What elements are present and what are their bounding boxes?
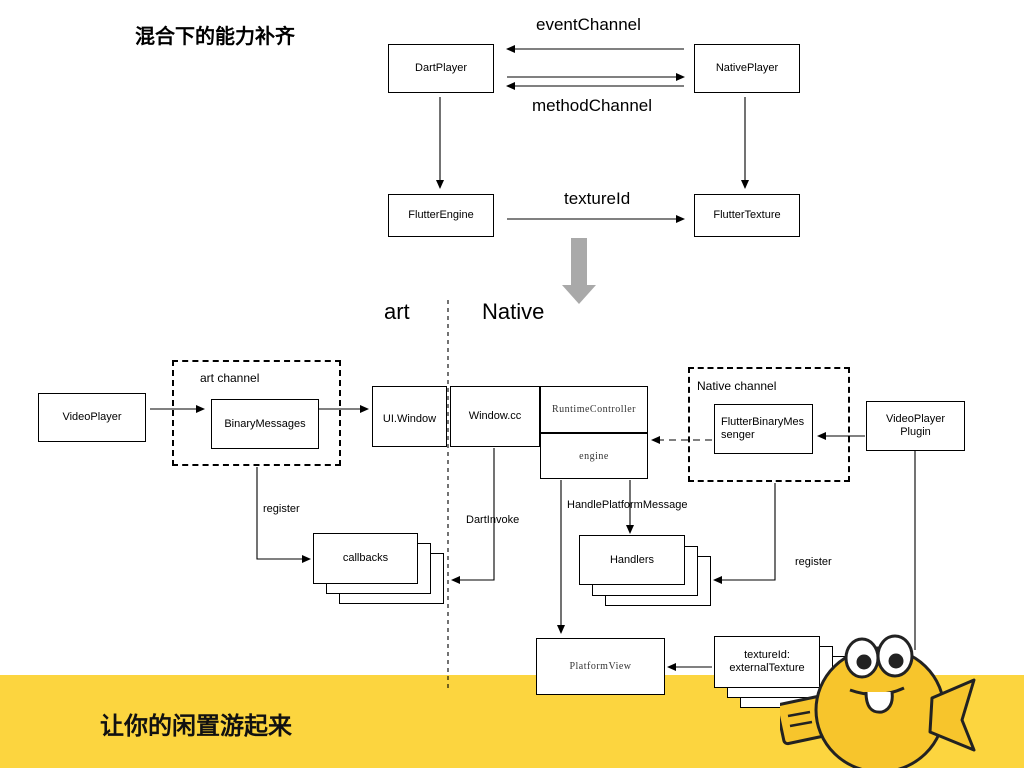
native-section-label: Native: [482, 299, 545, 324]
event-channel-label: eventChannel: [536, 15, 641, 34]
video-player-plugin-label: VideoPlayer Plugin: [885, 413, 946, 438]
runtime-controller-label: RuntimeController: [551, 404, 637, 415]
dart-player-box: DartPlayer: [388, 44, 494, 93]
dart-invoke-label: DartInvoke: [466, 514, 520, 526]
register-left-label: register: [263, 503, 300, 515]
native-player-box: NativePlayer: [694, 44, 800, 93]
platform-view-box: PlatformView: [536, 638, 665, 695]
runtime-controller-box: RuntimeController: [540, 386, 648, 433]
binary-messages-label: BinaryMessages: [224, 417, 306, 430]
ui-window-box: UI.Window: [372, 386, 447, 447]
native-channel-group: [688, 367, 850, 482]
flutter-engine-box: FlutterEngine: [388, 194, 494, 237]
footer-slogan: 让你的闲置游起来: [100, 713, 292, 740]
flutter-binary-messenger-label: FlutterBinaryMessenger: [721, 416, 805, 441]
binary-messages-box: BinaryMessages: [211, 399, 319, 449]
window-cc-box: Window.cc: [450, 386, 540, 447]
ui-window-label: UI.Window: [382, 413, 437, 425]
dart-invoke-arrow: [451, 448, 495, 584]
texture-id-label: textureId: externalTexture: [729, 649, 805, 674]
handle-platform-message-label: HandlePlatformMessage: [567, 499, 688, 511]
engine-box: engine: [540, 433, 648, 479]
handlers-label: Handlers: [609, 553, 655, 566]
register-right-label: register: [795, 556, 832, 568]
video-player-plugin-box: VideoPlayer Plugin: [866, 401, 965, 451]
method-channel-label: methodChannel: [532, 96, 653, 115]
flutter-binary-messenger-box: FlutterBinaryMessenger: [714, 404, 813, 454]
platform-view-label: PlatformView: [569, 661, 632, 672]
register-to-callbacks-arrow: [256, 467, 311, 563]
yellow-fish-mascot: [780, 634, 976, 768]
native-channel-label: Native channel: [697, 379, 777, 393]
window-cc-label: Window.cc: [468, 410, 522, 422]
native-player-label: NativePlayer: [715, 62, 779, 74]
transition-down-arrow: [562, 238, 596, 304]
dart-player-label: DartPlayer: [415, 62, 467, 74]
art-channel-group: [172, 360, 341, 466]
flutter-texture-box: FlutterTexture: [694, 194, 800, 237]
video-player-label: VideoPlayer: [62, 411, 122, 423]
register-to-handlers-arrow: [713, 483, 776, 584]
callbacks-box: callbacks: [313, 533, 418, 584]
video-player-box: VideoPlayer: [38, 393, 146, 442]
texture-id-label: textureId: [564, 189, 631, 208]
texture-id-box: textureId: externalTexture: [714, 636, 820, 688]
art-section-label: art: [384, 299, 410, 324]
slide-title: 混合下的能力补齐: [135, 26, 295, 48]
handlers-box: Handlers: [579, 535, 685, 585]
flutter-texture-label: FlutterTexture: [713, 209, 781, 221]
engine-label: engine: [579, 450, 609, 462]
art-channel-label: art channel: [200, 371, 260, 385]
callbacks-label: callbacks: [342, 552, 389, 564]
flutter-engine-label: FlutterEngine: [408, 209, 474, 221]
